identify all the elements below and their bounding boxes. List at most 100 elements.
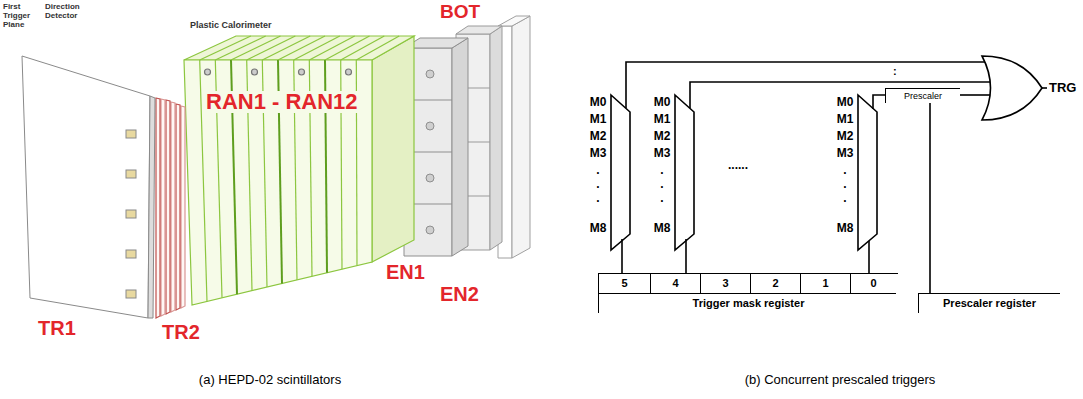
- screw: [346, 69, 352, 75]
- text-holder: Prescaler register: [919, 294, 1060, 313]
- or-gate: [982, 56, 1042, 120]
- register-bit: 3: [701, 274, 751, 294]
- wire: [868, 241, 870, 273]
- tr1-face: [22, 56, 150, 318]
- signal-name: TRG: [1049, 80, 1076, 96]
- direction-detector: [156, 98, 185, 318]
- node-text: 1: [822, 278, 828, 289]
- node-text: 5: [621, 278, 627, 289]
- register-bit: 5: [599, 274, 651, 294]
- register-bit: 1: [801, 274, 851, 294]
- input-name: M3: [587, 147, 609, 161]
- input-name: .: [587, 178, 609, 192]
- connector: [929, 103, 931, 293]
- part-name: TR2: [162, 322, 200, 342]
- caption: (b) Concurrent prescaled triggers: [690, 372, 990, 388]
- input-name: M8: [651, 222, 673, 236]
- wire: [960, 94, 990, 96]
- ellipsis: ......: [728, 158, 748, 172]
- screw: [252, 69, 258, 75]
- input-name: .: [651, 164, 673, 178]
- node-text: 2: [772, 278, 778, 289]
- bot-side: [512, 16, 530, 258]
- en2-top: [456, 26, 502, 34]
- bot-plane: [498, 16, 530, 258]
- wire: [1042, 87, 1047, 89]
- multiplexer: [675, 95, 694, 250]
- text-holder: 5: [599, 274, 650, 293]
- part-name: RAN1 - RAN12: [206, 91, 358, 113]
- input-name: M2: [587, 130, 609, 144]
- input-name: M2: [651, 130, 673, 144]
- part-name: TR1: [38, 318, 76, 338]
- register-bit: 0: [851, 274, 896, 294]
- input-name: M8: [587, 222, 609, 236]
- prescaler-box: Prescaler: [885, 88, 960, 103]
- pmt-dot: [426, 174, 434, 182]
- node-text: Prescaler: [904, 92, 942, 101]
- tr1-sensor: [126, 170, 136, 178]
- part-name: First Trigger Plane: [3, 3, 43, 29]
- calorimeter-face: [184, 60, 372, 305]
- input-name: M2: [834, 130, 856, 144]
- input-name: M8: [834, 222, 856, 236]
- node-text: Trigger mask register: [693, 298, 805, 309]
- tr2-plane: [161, 99, 165, 316]
- pmt-dot: [426, 226, 434, 234]
- bot-top: [498, 16, 530, 26]
- tr1-sensor: [126, 130, 136, 138]
- en2-side: [490, 26, 502, 250]
- screw: [205, 69, 211, 75]
- slab-top-line: [231, 36, 281, 60]
- text-holder: 1: [801, 274, 850, 293]
- input-name: .: [834, 192, 856, 206]
- register-bit: 4: [651, 274, 701, 294]
- slab-top-line: [200, 36, 251, 60]
- node-text: 0: [870, 278, 876, 289]
- text-holder: 3: [701, 274, 750, 293]
- tr2-plane: [171, 102, 175, 312]
- node-text: 3: [722, 278, 728, 289]
- input-name: M1: [651, 113, 673, 127]
- input-name: .: [587, 164, 609, 178]
- slab-top-line: [356, 36, 399, 60]
- register-box: Trigger mask register 5 4 3 2 1 0: [598, 273, 898, 313]
- input-name: M0: [651, 96, 673, 110]
- input-name: M0: [587, 96, 609, 110]
- register-bit: 2: [751, 274, 801, 294]
- tr1-sensor: [126, 290, 136, 298]
- logic-wiring: [611, 56, 1047, 273]
- text-holder: Trigger mask register: [599, 294, 898, 313]
- tr2-plane: [166, 100, 170, 314]
- tr2-plane: [156, 98, 160, 318]
- calorimeter-top: [184, 36, 414, 60]
- calorimeter: [184, 36, 414, 305]
- screw: [299, 69, 305, 75]
- multiplexer: [858, 95, 877, 250]
- ellipsis: :: [893, 65, 897, 78]
- wire: [621, 239, 623, 273]
- input-name: M0: [834, 96, 856, 110]
- calorimeter-side: [372, 36, 414, 262]
- node-text: 4: [672, 278, 678, 289]
- input-name: .: [834, 178, 856, 192]
- tr1-edge: [148, 96, 155, 318]
- register-box: Prescaler register: [918, 293, 1060, 313]
- input-name: M3: [651, 147, 673, 161]
- wire: [873, 95, 885, 109]
- part-name: Direction Detector: [45, 3, 87, 21]
- input-name: .: [651, 178, 673, 192]
- wire: [626, 62, 986, 108]
- slab-top-line: [247, 36, 296, 60]
- part-name: Plastic Calorimeter: [190, 20, 272, 31]
- text-holder: 4: [651, 274, 700, 293]
- multiplexer: [611, 95, 630, 250]
- tr1-plane: [22, 56, 155, 318]
- text-holder: Prescaler: [886, 89, 960, 103]
- slab-top-line: [215, 36, 265, 60]
- text-holder: 2: [751, 274, 800, 293]
- input-name: .: [651, 192, 673, 206]
- en1-side: [452, 38, 468, 256]
- tr2-plane: [176, 104, 180, 310]
- wire: [685, 239, 687, 273]
